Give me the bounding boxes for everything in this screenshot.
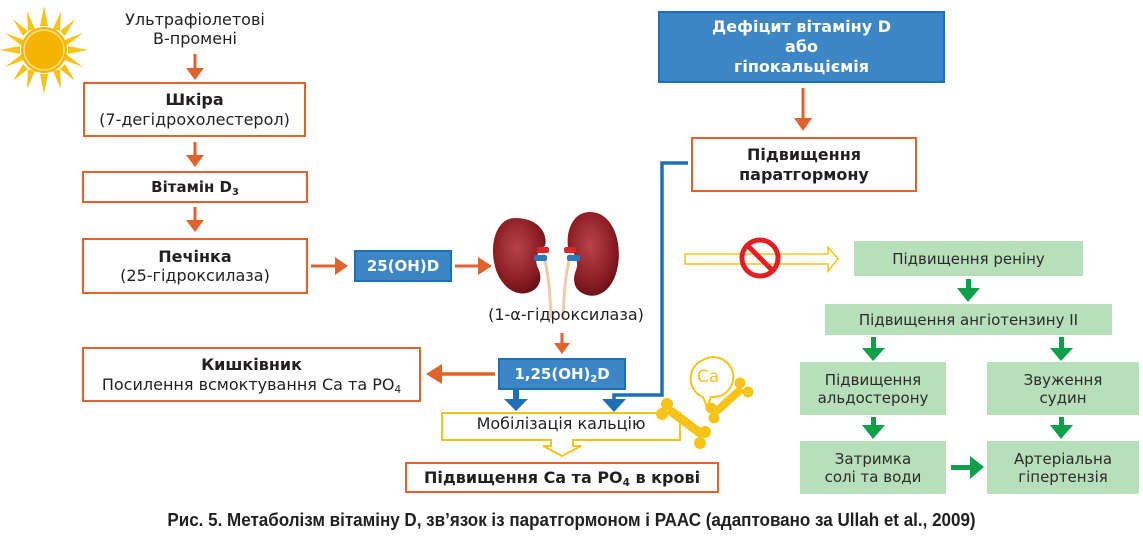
arrow-aldosterone-to-retention [862,417,885,439]
hypertension-box: Артеріальна гіпертензія [987,441,1139,494]
liver-subtitle: (25-гідроксилаза) [120,266,270,285]
arrow-vasoconstriction-to-hypertension [1050,417,1073,439]
mobilization-label: Мобілізація кальцію [476,414,646,433]
ca-badge-label: Ca [696,367,720,387]
arrow-calcitriol-to-intestine [426,364,495,384]
renin-box: Підвищення реніну [854,241,1083,276]
sun-icon [0,6,88,94]
retention-box: Затримка солі та води [800,441,946,494]
deficit-box: Дефіцит вітаміну D або гіпокальціємія [658,11,945,83]
arrow-kidney-to-calcitriol [554,333,570,354]
arrow-skin-to-vitd3 [186,142,204,167]
arrow-retention-to-hypertension [951,456,984,479]
arrow-liver-to-calcidiol [311,257,348,275]
arrow-pth-to-mobilization [602,399,626,412]
vitamin-d3-label: Вітамін D3 [151,178,239,198]
calcidiol-box: 25(OH)D [354,250,452,282]
arrow-deficit-to-pth [794,88,812,131]
aldosterone-box: Підвищення альдостерону [800,362,946,415]
kidneys-illustration [492,212,619,319]
calcium-bone-icon [656,356,754,449]
skin-box: Шкіра (7-дегідрохолестерол) [83,82,306,137]
mobilization-outline [441,412,681,458]
intestine-subtitle: Посилення всмоктування Са та РО4 [101,374,402,396]
vitamin-d3-box: Вітамін D3 [82,171,308,203]
liver-box: Печінка (25-гідроксилаза) [82,238,308,294]
vasoconstriction-box: Звуження судин [987,362,1139,415]
skin-subtitle: (7-дегідрохолестерол) [99,109,290,129]
pth-feedback-line [612,161,688,400]
liver-title: Печінка [158,246,232,266]
intestine-title: Кишківник [201,355,302,375]
skin-title: Шкіра [165,90,224,110]
uv-rays-label: Ультрафіолетові В-промені [125,10,265,49]
arrow-uv-to-skin [186,54,204,80]
pth-box: Підвищення паратгормону [691,137,917,192]
intestine-box: Кишківник Посилення всмоктування Са та Р… [82,347,421,402]
arrow-calcitriol-to-mobilization [504,390,528,411]
prohibition-icon [739,237,781,279]
arrow-vitd3-to-liver [186,207,204,232]
arrow-angiotensin-to-vasoconstriction [1050,337,1073,361]
arrow-calcidiol-to-kidney [455,257,492,275]
kidney-enzyme-label: (1-α-гідроксилаза) [488,305,644,324]
blood-level-box: Підвищення Са та РО4 в крові [405,462,719,493]
angiotensin-box: Підвищення ангіотензину II [825,304,1112,335]
calcitriol-box: 1,25(OH)2D [498,358,626,390]
figure-caption: Рис. 5. Метаболізм вітаміну D, зв’язок і… [167,509,976,530]
arrow-renin-to-angiotensin [957,279,980,302]
arrow-angiotensin-to-aldosterone [862,337,885,361]
